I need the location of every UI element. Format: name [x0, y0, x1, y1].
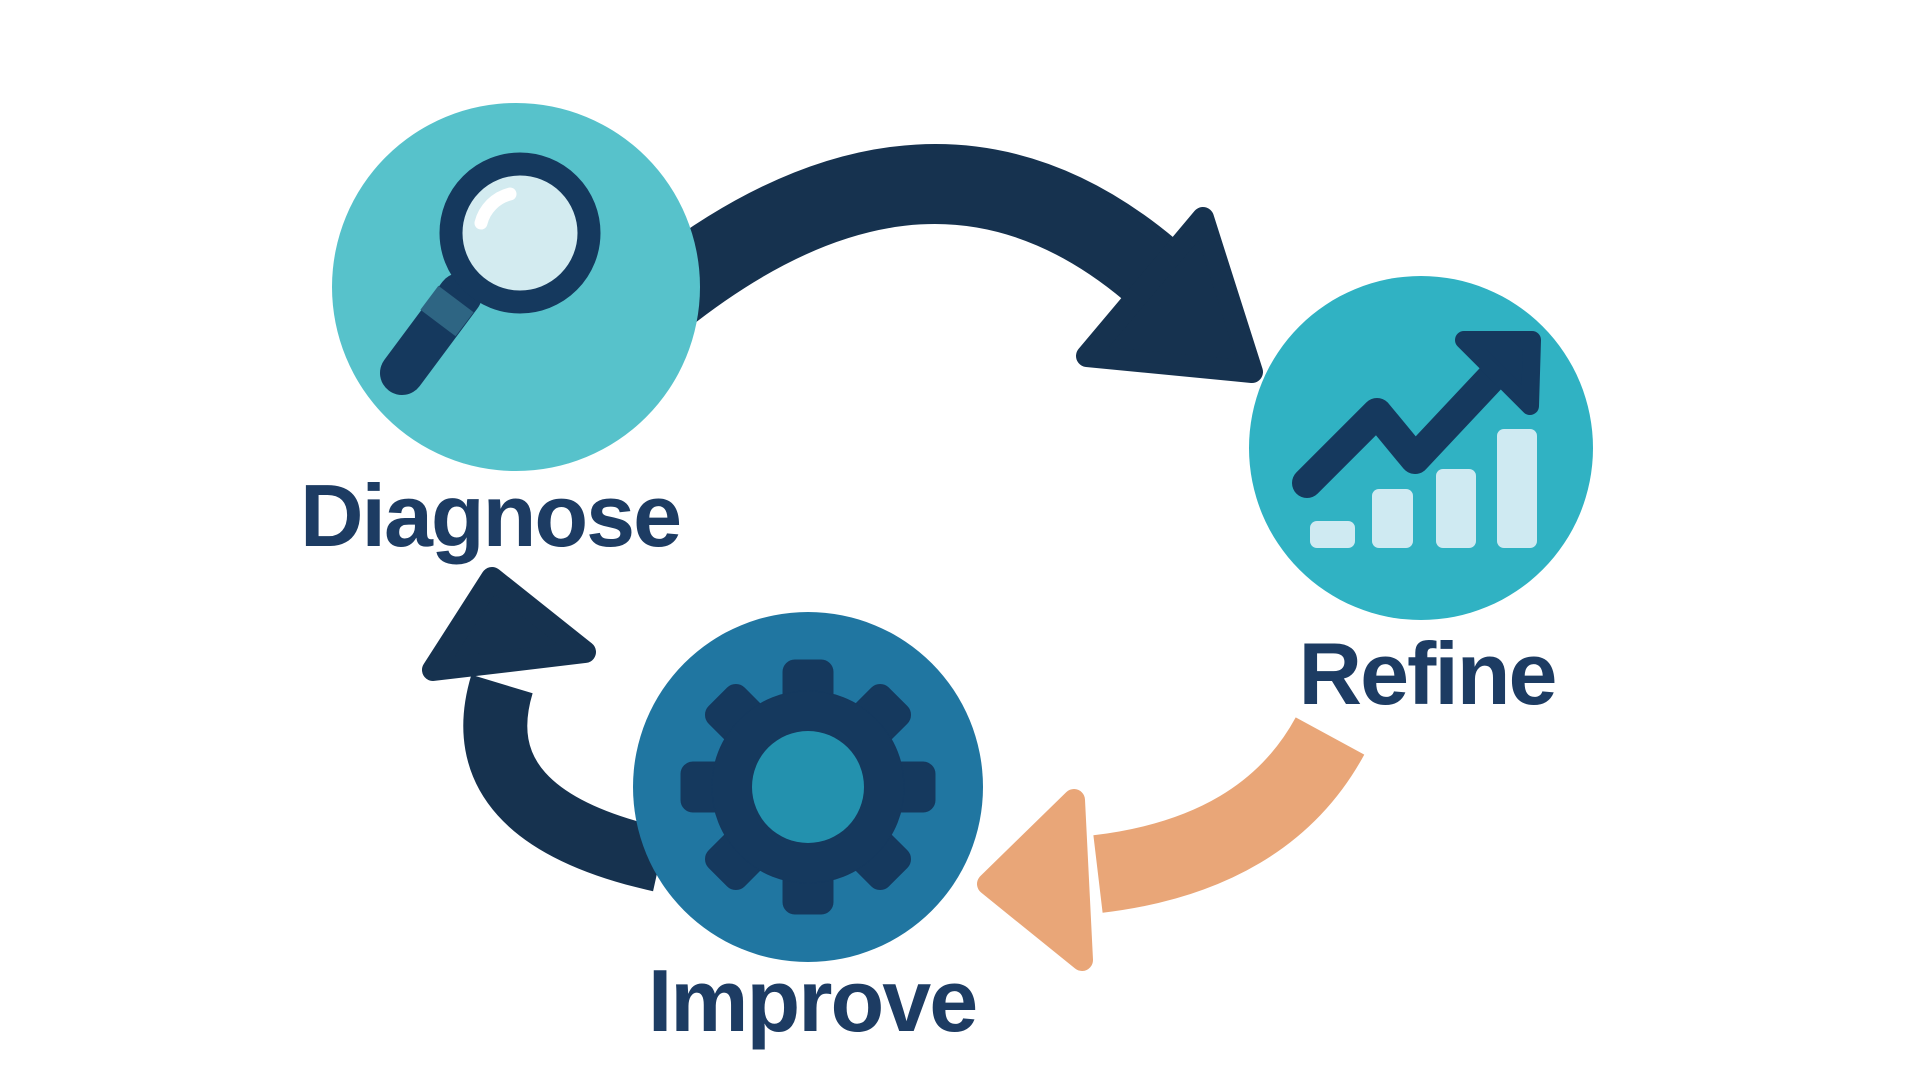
magnifier-ring: [439, 152, 601, 314]
arrow-diagnose-to-refine: [637, 144, 1263, 383]
arrow-refine-to-improve: [977, 716, 1365, 971]
arrowhead-icon: [977, 789, 1093, 971]
refine-label: Refine: [1298, 624, 1558, 723]
step-refine: [1249, 276, 1593, 620]
arrowhead-icon: [1076, 207, 1263, 383]
arrow-band: [463, 674, 668, 892]
diagnose-label: Diagnose: [299, 466, 682, 565]
step-improve: [633, 612, 983, 962]
chart-bar: [1372, 489, 1413, 548]
improve-label: Improve: [647, 951, 978, 1050]
trend-arrowhead-icon: [1455, 331, 1541, 415]
gear-icon: [680, 659, 936, 915]
chart-bar: [1497, 429, 1537, 548]
arrow-band: [637, 144, 1176, 330]
gear-center-hole: [752, 731, 864, 843]
trend-line: [1292, 362, 1507, 498]
magnifier-lens: [462, 175, 578, 291]
arrowhead-icon: [422, 567, 596, 681]
step-diagnose: [332, 103, 700, 471]
arrow-improve-to-diagnose: [422, 567, 668, 892]
lens-highlight: [474, 187, 517, 230]
arrow-band: [1093, 716, 1365, 913]
growth-chart-icon: [1292, 331, 1541, 548]
magnifier-collar: [420, 285, 474, 337]
chart-bar: [1310, 521, 1355, 548]
chart-bar: [1436, 469, 1476, 548]
magnifier-icon: [380, 152, 601, 395]
